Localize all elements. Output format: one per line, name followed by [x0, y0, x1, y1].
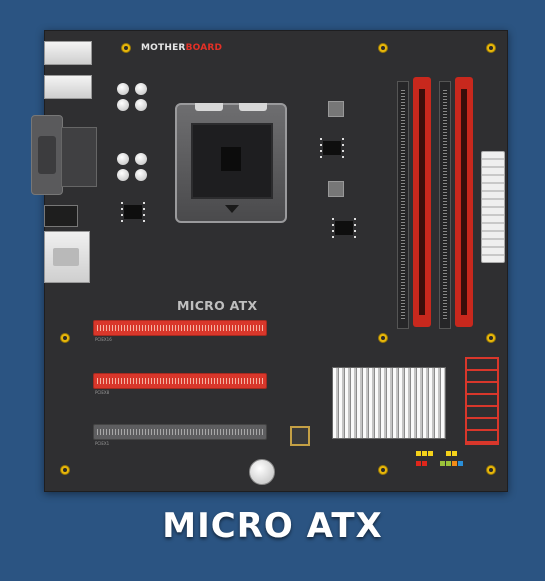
socket-clip — [195, 103, 223, 111]
capacitor — [135, 153, 147, 165]
ram-slot-2 — [413, 77, 431, 327]
capacitor — [135, 99, 147, 111]
brand-text-part2: BOARD — [185, 43, 223, 53]
capacitor — [117, 153, 129, 165]
mounting-hole — [378, 43, 388, 53]
motherboard-pcb: MOTHERBOARD MICRO ATX PCIEX16 — [31, 30, 508, 492]
header-pin — [452, 451, 457, 456]
cpu-socket-cavity — [191, 123, 273, 199]
small-component — [328, 101, 344, 117]
capacitor — [117, 83, 129, 95]
chipset-heatsink — [332, 367, 446, 439]
ram-slot-3 — [439, 81, 451, 329]
pcie-slot-x16 — [93, 320, 267, 336]
small-chip — [121, 202, 145, 222]
cmos-battery — [249, 459, 275, 485]
mounting-hole — [121, 43, 131, 53]
vga-port-inner — [38, 136, 56, 174]
socket-clip — [239, 103, 267, 111]
brand-logo: MOTHERBOARD — [141, 43, 222, 53]
small-chip — [332, 218, 356, 238]
mounting-hole — [60, 465, 70, 475]
header-pin — [416, 451, 421, 456]
header-pin — [422, 461, 427, 466]
slot-label: PCIEX1 — [95, 441, 110, 446]
socket-orientation-arrow — [225, 205, 239, 213]
ethernet-port — [44, 231, 90, 283]
bios-chip — [290, 426, 310, 446]
mounting-hole — [486, 43, 496, 53]
header-pin — [446, 461, 451, 466]
audio-jack — [44, 205, 78, 227]
slot-label: PCIEX16 — [95, 337, 112, 342]
ram-slot-1 — [397, 81, 409, 329]
brand-text-part1: MOTHER — [141, 43, 186, 53]
vga-connector — [31, 115, 63, 195]
header-pin — [458, 461, 463, 466]
capacitor — [135, 83, 147, 95]
header-pin — [422, 451, 427, 456]
ram-slot-4 — [455, 77, 473, 327]
serial-port — [61, 127, 97, 187]
header-pin — [440, 461, 445, 466]
sata-connectors — [465, 357, 499, 445]
header-pin — [416, 461, 421, 466]
pcie-slot-x8 — [93, 373, 267, 389]
mounting-hole — [486, 333, 496, 343]
header-pin — [428, 451, 433, 456]
cpu-socket — [175, 103, 287, 223]
mounting-hole — [378, 333, 388, 343]
slot-label: PCIEX8 — [95, 390, 110, 395]
ethernet-port-inner — [53, 248, 79, 266]
atx-power-connector — [481, 151, 505, 263]
caption-title: MICRO ATX — [162, 506, 383, 546]
capacitor — [117, 169, 129, 181]
header-pin — [446, 451, 451, 456]
header-pin — [452, 461, 457, 466]
pcie-slot-x1 — [93, 424, 267, 440]
capacitor — [135, 169, 147, 181]
cpu-socket-pins — [221, 147, 241, 171]
usb-port — [44, 41, 92, 65]
mounting-hole — [486, 465, 496, 475]
board-silkscreen-label: MICRO ATX — [177, 298, 258, 313]
capacitor — [117, 99, 129, 111]
mounting-hole — [60, 333, 70, 343]
small-component — [328, 181, 344, 197]
mounting-hole — [378, 465, 388, 475]
usb-port — [44, 75, 92, 99]
small-chip — [320, 138, 344, 158]
